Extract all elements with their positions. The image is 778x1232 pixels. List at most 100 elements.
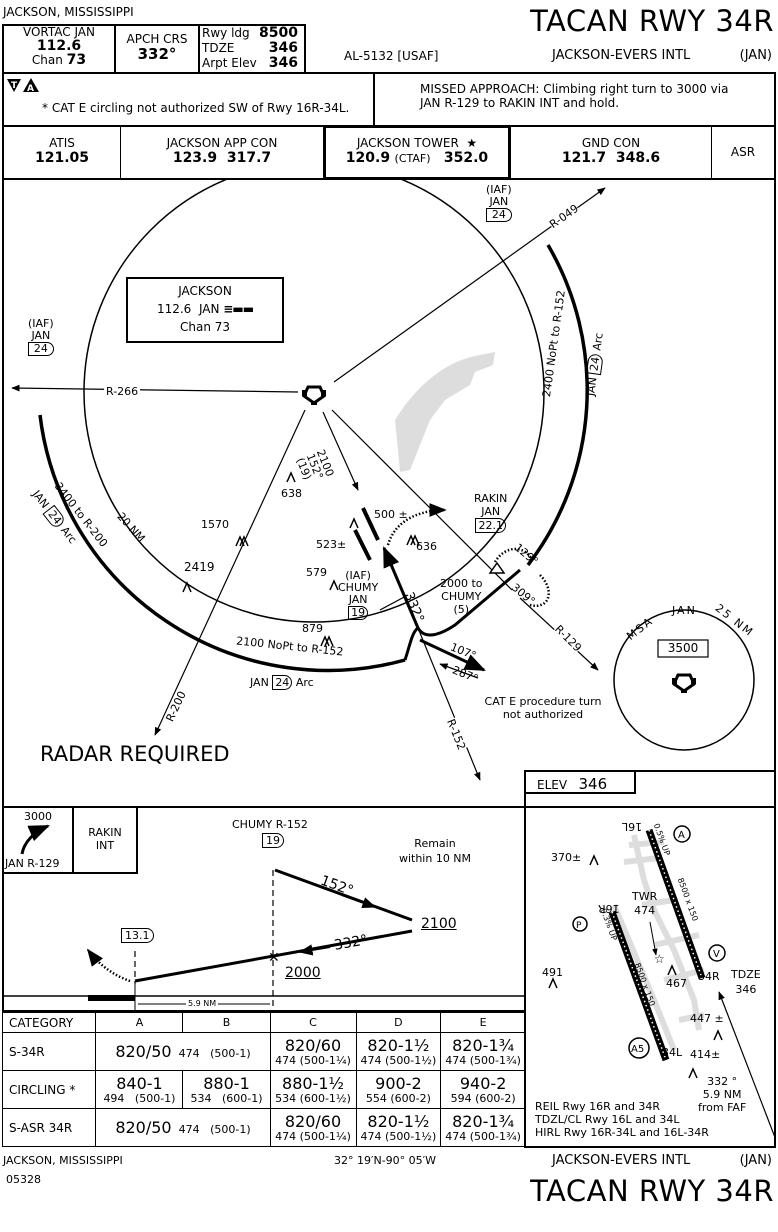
runway-16r-34l xyxy=(361,507,380,541)
missed-approach-text: MISSED APPROACH: Climbing right turn to … xyxy=(420,82,729,110)
obstacle-label: 523± xyxy=(316,538,347,551)
rwy-ldg-label: Rwy ldg xyxy=(202,26,250,40)
comm-freq: 123.9 317.7 xyxy=(172,150,272,166)
rwy-label-34l: 34L xyxy=(662,1046,683,1059)
obstacle-label: 2419 xyxy=(184,560,215,574)
airport-diagram xyxy=(524,770,776,1148)
faf-icon: ✕ xyxy=(268,950,280,966)
obstacle-icon xyxy=(349,517,359,529)
footer-procedure-title: TACAN RWY 34R xyxy=(530,1174,774,1208)
navaid-name: JACKSON xyxy=(178,284,232,298)
approach-light-icons xyxy=(572,825,726,1059)
obstacle-label: 579 xyxy=(306,566,327,579)
iaf-west: (IAF) JAN 24 xyxy=(28,317,54,356)
obstacle-icon xyxy=(182,581,192,593)
missed-climb-path xyxy=(86,948,131,983)
divider xyxy=(114,24,116,74)
tdze-label: TDZE xyxy=(202,41,235,55)
comm-name: ATIS xyxy=(49,136,75,150)
obstacle-group-icon xyxy=(320,635,334,647)
comm-asr: ASR xyxy=(730,145,756,159)
rwy-label-16l: 16L xyxy=(622,820,643,833)
alternate-minimums-icon xyxy=(23,78,39,92)
footer-coords: 32° 19′N-90° 05′W xyxy=(334,1154,437,1167)
obstacle-group-icon xyxy=(235,535,249,547)
radial-to-rakin xyxy=(331,409,513,591)
vortac-icon xyxy=(302,385,326,405)
nav-freq: 112.6 xyxy=(36,38,82,54)
msa-vortac-icon xyxy=(672,673,696,693)
nav-chan: 73 xyxy=(66,52,87,68)
dme-fix-box: 24 xyxy=(28,342,54,356)
rwy-ldg-value: 8500 xyxy=(259,25,298,41)
airport-graphics: ☆ A V P A5 xyxy=(548,825,776,1141)
dme-fix-box: 22.1 xyxy=(475,518,506,533)
profile-fix-dme: 19 xyxy=(262,833,284,848)
holding-pattern-arc xyxy=(529,574,550,608)
runway-16l-34r xyxy=(353,529,372,561)
comm-name: JACKSON TOWER ★ xyxy=(356,136,478,150)
obstacle-label: 1570 xyxy=(201,518,229,531)
apch-crs-label: APCH CRS xyxy=(126,32,188,46)
airport-id: (JAN) xyxy=(739,48,772,63)
svg-text:T: T xyxy=(11,81,18,91)
final-descent-path xyxy=(134,929,413,983)
radar-required-label: RADAR REQUIRED xyxy=(40,742,230,766)
pt-note: CAT E procedure turn not authorized xyxy=(484,695,602,721)
profile-fix-label: CHUMY R-152 xyxy=(232,818,308,831)
comm-gnd-con: GND CON 121.7 348.6 xyxy=(511,136,711,166)
comm-name: JACKSON APP CON xyxy=(166,136,278,150)
elev-label: ELEV 346 xyxy=(537,775,608,793)
chan-label: Chan xyxy=(31,53,63,67)
arc-south-ref: JAN 24 Arc xyxy=(250,675,314,690)
elev-box xyxy=(524,770,636,794)
navaid-box-text: JACKSON 112.6 JAN ≡▬▬ Chan 73 xyxy=(128,282,282,336)
footer-location: JACKSON, MISSISSIPPI xyxy=(3,1154,123,1167)
procedure-turn-in xyxy=(439,663,479,679)
chumy-tick xyxy=(379,594,409,611)
profile-faf-alt: 2000 xyxy=(285,965,321,981)
notes-icons: T A xyxy=(6,77,40,97)
obstacle-label: 467 xyxy=(666,977,687,990)
arpt-elev-label: Arpt Elev xyxy=(202,56,257,70)
comm-atis: ATIS 121.05 xyxy=(4,136,120,166)
comm-freq: 121.05 xyxy=(34,150,90,166)
profile-distance: 5.9 NM xyxy=(186,999,219,1008)
navaid-box xyxy=(126,277,284,343)
msa-label-mid: JAN xyxy=(672,604,697,617)
rakin-int-icon xyxy=(488,561,506,574)
ctaf-label: (CTAF) xyxy=(394,152,431,165)
obstacles xyxy=(182,471,420,647)
comm-freq-alt: 352.0 xyxy=(443,150,489,166)
footer-amendment: 05328 xyxy=(6,1173,41,1186)
holding-pattern-arc xyxy=(493,547,534,563)
comm-tower-text: JACKSON TOWER ★ 120.9 (CTAF) 352.0 xyxy=(325,136,509,166)
svg-text:V: V xyxy=(713,949,720,960)
location-label: JACKSON, MISSISSIPPI xyxy=(3,5,134,19)
obstacle-icon xyxy=(286,471,296,483)
divider xyxy=(120,125,121,180)
profile-graphics: ✕ xyxy=(2,868,526,1012)
footer-airport-id: (JAN) xyxy=(739,1153,772,1168)
runway-profile-icon xyxy=(88,995,135,1001)
radial-152 xyxy=(417,627,481,781)
divider xyxy=(711,125,712,180)
dme-fix-box: 19 xyxy=(348,606,369,620)
divider xyxy=(198,24,200,74)
navaid-chan: Chan 73 xyxy=(179,320,231,334)
twr-pointer xyxy=(649,921,658,956)
apch-crs-box: APCH CRS 332° xyxy=(116,32,198,62)
nav-type: VORTAC JAN xyxy=(22,25,95,39)
svg-text:A: A xyxy=(678,830,685,841)
navaid-freq: 112.6 xyxy=(156,302,192,316)
footer-airport-name: JACKSON-EVERS INTL xyxy=(552,1153,691,1168)
